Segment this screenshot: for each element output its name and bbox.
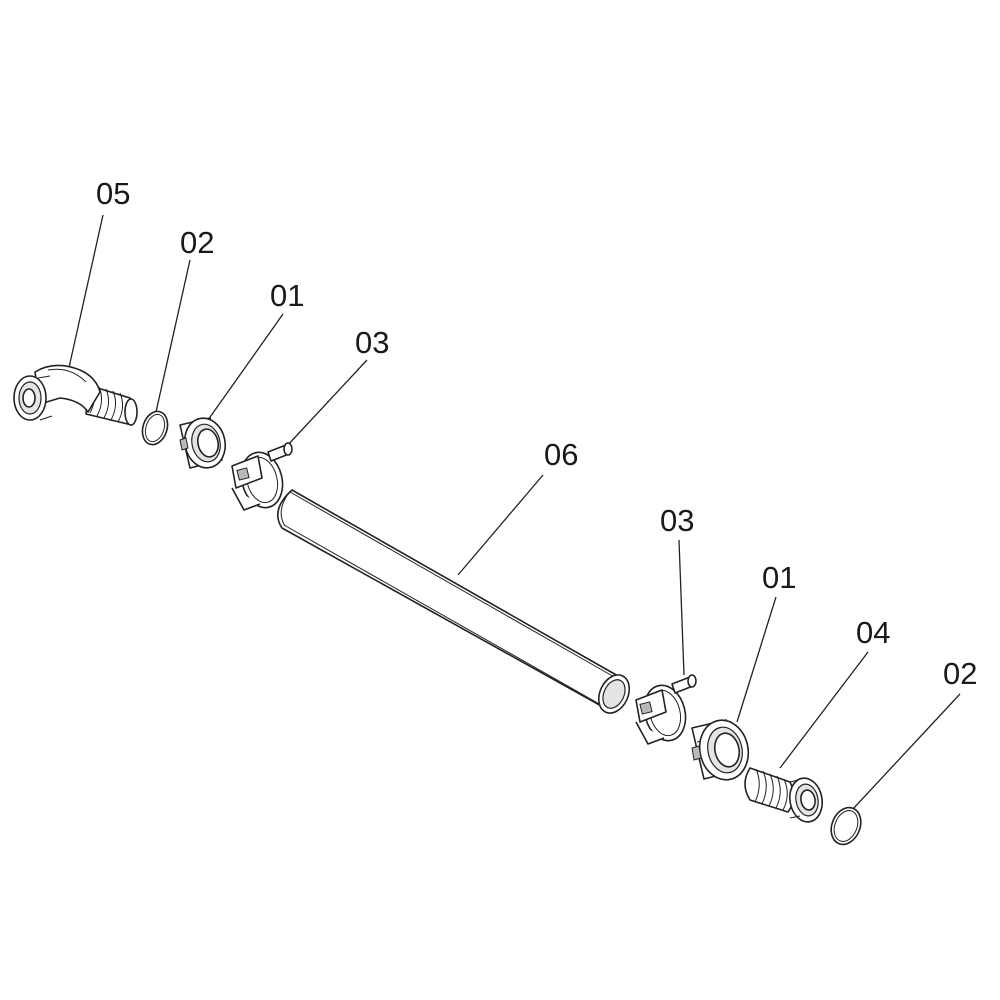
- leader-06: [457, 474, 544, 576]
- leader-03-left: [285, 359, 368, 448]
- leader-01-left: [207, 313, 284, 421]
- leader-05: [67, 214, 104, 373]
- leader-01-right: [736, 596, 777, 723]
- connector-corrugated-section: [744, 767, 795, 813]
- callout-03-clamp-right: 03: [660, 503, 694, 538]
- part-hose-tube: [276, 489, 631, 714]
- callout-06-hose: 06: [544, 437, 578, 472]
- callout-05-elbow: 05: [96, 176, 130, 211]
- callout-03-clamp-left: 03: [355, 325, 389, 360]
- elbow-curved-body: [34, 364, 101, 413]
- part-straight-connector: [744, 767, 824, 823]
- part-nut-left: [179, 417, 227, 469]
- leader-lines: [67, 214, 961, 811]
- part-seal-left: [141, 410, 169, 446]
- part-seal-right: [830, 806, 862, 846]
- part-hose-clamp-left: [231, 442, 293, 511]
- part-hose-clamp-right: [635, 674, 697, 745]
- part-elbow-fitting: [13, 364, 138, 426]
- leader-03-right: [678, 539, 685, 676]
- callout-01-nut-right: 01: [762, 560, 796, 595]
- elbow-threaded-end: [13, 375, 53, 421]
- leader-02-right: [851, 693, 961, 811]
- connector-threaded-end: [788, 777, 824, 823]
- leader-04: [779, 651, 869, 769]
- callout-01-nut-left: 01: [270, 278, 304, 313]
- leader-02-left: [155, 259, 191, 413]
- callout-labels: 05 02 01 03 06 03 01 04 02: [96, 176, 977, 691]
- callout-04-straight-connector: 04: [856, 615, 890, 650]
- callout-02-seal-right: 02: [943, 656, 977, 691]
- part-nut-right: [691, 719, 750, 781]
- callout-02-seal-left: 02: [180, 225, 214, 260]
